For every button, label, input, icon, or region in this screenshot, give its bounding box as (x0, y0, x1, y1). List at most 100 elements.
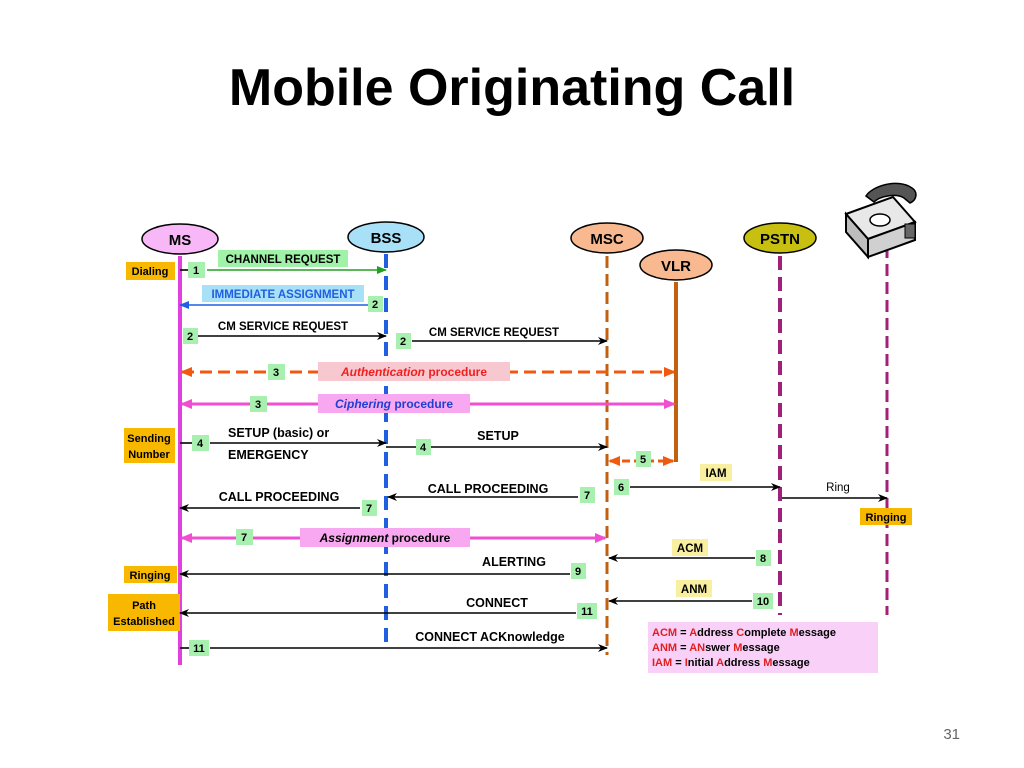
pstn-node: PSTN (743, 222, 817, 254)
channel-request-message: CHANNEL REQUEST (180, 250, 387, 274)
svg-text:9: 9 (575, 566, 581, 578)
setup-line2-label: EMERGENCY (228, 448, 309, 462)
slide-title: Mobile Originating Call (228, 59, 796, 117)
legend-box: ACM = Address Complete Message ANM = ANs… (648, 622, 878, 673)
path-label: Path (132, 600, 156, 612)
dialing-label: Dialing (132, 266, 169, 278)
step-8-badge: 8 (756, 550, 771, 566)
svg-text:8: 8 (760, 553, 766, 565)
setup-line1-label: SETUP (basic) or (228, 426, 329, 440)
step-7c-badge: 7 (236, 529, 253, 545)
legend-iam: IAM = Initial Address Message (652, 657, 810, 669)
svg-text:3: 3 (255, 399, 261, 411)
step-2b-badge: 2 (183, 328, 198, 344)
call-proceeding-bss-message: CALL PROCEEDING (179, 490, 360, 512)
cm-service-request-ms-message: CM SERVICE REQUEST (198, 321, 387, 340)
ciphering-label: Ciphering procedure (335, 397, 453, 411)
cm-service-request-bss-message: CM SERVICE REQUEST (412, 327, 608, 345)
svg-text:7: 7 (241, 532, 247, 544)
svg-text:7: 7 (366, 503, 372, 515)
path-established-annotation: Path Established (108, 594, 180, 631)
ringing-ms-label: Ringing (130, 570, 171, 582)
msc-label: MSC (590, 231, 624, 248)
svg-text:2: 2 (372, 299, 378, 311)
svg-text:1: 1 (193, 265, 199, 277)
page-number: 31 (943, 726, 960, 743)
step-2a-badge: 2 (368, 296, 383, 312)
ringing-ms-annotation: Ringing (124, 566, 177, 583)
svg-text:11: 11 (193, 643, 205, 655)
iam-message: IAM (630, 464, 781, 491)
svg-text:11: 11 (581, 606, 593, 618)
setup-label: SETUP (477, 429, 519, 443)
cm-service-request-bss-label: CM SERVICE REQUEST (429, 327, 559, 339)
established-label: Established (113, 616, 175, 628)
svg-text:6: 6 (618, 482, 624, 494)
anm-label: ANM (681, 584, 707, 596)
telephone-icon (844, 182, 917, 260)
authentication-label: Authentication procedure (340, 365, 487, 379)
step-11b-badge: 11 (189, 640, 209, 656)
alerting-label: ALERTING (482, 555, 546, 569)
legend-anm: ANM = ANswer Message (652, 642, 780, 654)
svg-text:5: 5 (640, 454, 646, 466)
ms-label: MS (169, 232, 192, 249)
step-5-badge: 5 (636, 451, 651, 467)
call-proceeding-msc-label: CALL PROCEEDING (428, 482, 549, 496)
msc-node: MSC (570, 222, 644, 254)
step-7b-badge: 7 (362, 500, 377, 516)
svg-text:2: 2 (187, 331, 193, 343)
call-proceeding-bss-label: CALL PROCEEDING (219, 490, 340, 504)
step-11a-badge: 11 (577, 603, 597, 619)
svg-text:3: 3 (273, 367, 279, 379)
ms-node: MS (141, 223, 219, 255)
authentication-procedure: Authentication procedure (180, 362, 676, 381)
connect-message: CONNECT (179, 596, 576, 617)
step-3a-badge: 3 (268, 364, 285, 380)
assignment-label: Assignment procedure (319, 531, 451, 545)
svg-text:7: 7 (584, 490, 590, 502)
sending-number-annotation: Sending Number (124, 428, 175, 463)
acm-label: ACM (677, 543, 703, 555)
step-4b-badge: 4 (416, 439, 431, 455)
immediate-assignment-label: IMMEDIATE ASSIGNMENT (211, 289, 354, 301)
step-2c-badge: 2 (396, 333, 411, 349)
svg-text:4: 4 (197, 438, 204, 450)
channel-request-label: CHANNEL REQUEST (226, 254, 341, 266)
acm-message: ACM (608, 539, 755, 562)
step-9-badge: 9 (571, 563, 586, 579)
vlr-label: VLR (661, 258, 691, 275)
svg-text:2: 2 (400, 336, 406, 348)
cm-service-request-ms-label: CM SERVICE REQUEST (218, 321, 348, 333)
step-4a-badge: 4 (192, 435, 209, 451)
legend-acm: ACM = Address Complete Message (652, 627, 836, 639)
dialing-annotation: Dialing (126, 262, 175, 280)
ringing-phone-annotation: Ringing (860, 508, 912, 525)
svg-text:10: 10 (757, 596, 769, 608)
step-7a-badge: 7 (580, 487, 595, 503)
vlr-node: VLR (639, 249, 713, 281)
ring-label: Ring (826, 482, 850, 494)
sending-label: Sending (127, 433, 170, 445)
iam-label: IAM (705, 468, 726, 480)
step-1-badge: 1 (188, 262, 205, 278)
bss-label: BSS (371, 230, 402, 247)
alerting-message: ALERTING (179, 555, 570, 578)
step-6-badge: 6 (614, 479, 629, 495)
connect-ack-message: CONNECT ACKnowledge (180, 630, 608, 652)
number-label: Number (128, 449, 170, 461)
bss-node: BSS (347, 221, 425, 253)
call-proceeding-msc-message: CALL PROCEEDING (387, 482, 578, 501)
connect-label: CONNECT (466, 596, 528, 610)
ringing-phone-label: Ringing (866, 512, 907, 524)
immediate-assignment-message: IMMEDIATE ASSIGNMENT (179, 285, 368, 309)
step-3b-badge: 3 (250, 396, 267, 412)
svg-text:4: 4 (420, 442, 427, 454)
anm-message: ANM (608, 580, 752, 605)
ring-message: Ring (782, 482, 888, 502)
setup-ms-message: SETUP (basic) or EMERGENCY (180, 426, 387, 462)
connect-ack-label: CONNECT ACKnowledge (415, 630, 565, 644)
pstn-label: PSTN (760, 231, 800, 248)
step-10-badge: 10 (753, 593, 773, 609)
